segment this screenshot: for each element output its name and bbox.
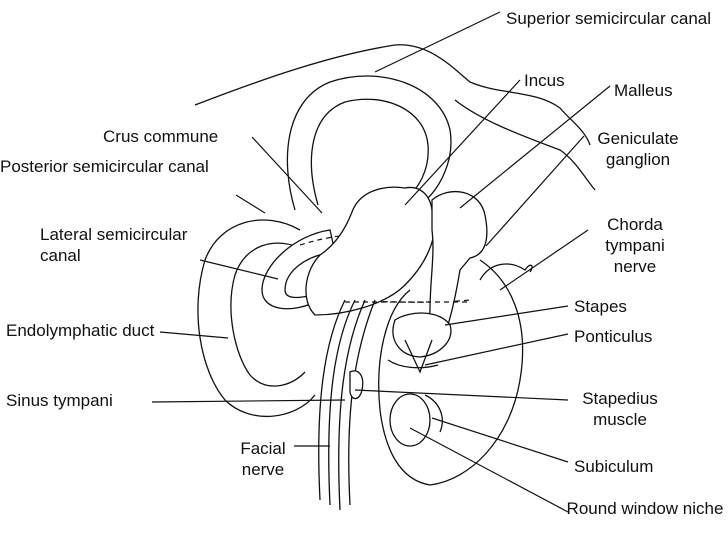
superior-semicircular-canal [287,76,451,210]
label-incus: Incus [524,70,565,91]
facial-nerve-4 [349,300,375,505]
label-crus-commune: Crus commune [103,126,218,147]
label-posterior-canal: Posterior semicircular canal [0,156,240,177]
label-facial-nerve: Facial nerve [228,438,298,480]
label-ponticulus: Ponticulus [574,326,652,347]
leader-round-window [410,428,568,512]
label-subiculum: Subiculum [574,456,653,477]
subiculum-ridge [425,395,442,432]
label-endolymphatic-duct: Endolymphatic duct [6,320,156,341]
label-stapes: Stapes [574,296,627,317]
round-window [390,394,430,446]
label-geniculate-ganglion: Geniculate ganglion [588,128,688,170]
leader-stapedius [355,390,568,400]
leader-lateral [200,260,278,279]
label-round-window-niche: Round window niche [565,498,725,519]
leader-endolymphatic [160,332,228,338]
incus-shape [306,187,435,315]
leader-superior [375,12,500,72]
leader-incus [405,80,520,205]
label-stapedius-muscle: Stapedius muscle [560,388,680,430]
label-lateral-canal: Lateral semicircular canal [40,224,210,266]
label-chorda-tympani: Chorda tympani nerve [590,214,680,277]
label-sinus-tympani: Sinus tympani [6,390,113,411]
temporal-bone-outline [195,45,590,145]
leader-geniculate [486,136,584,246]
label-superior-canal: Superior semicircular canal [506,8,696,29]
stapes-shape [393,313,451,357]
tegmen-line [455,100,595,190]
leader-subiculum [432,418,568,462]
leader-stapes [445,306,568,325]
label-malleus: Malleus [614,80,673,101]
leader-sinus [152,400,345,402]
leader-chorda [500,230,588,290]
stapedius-muscle-shape [350,371,363,399]
leader-posterior [236,195,265,213]
